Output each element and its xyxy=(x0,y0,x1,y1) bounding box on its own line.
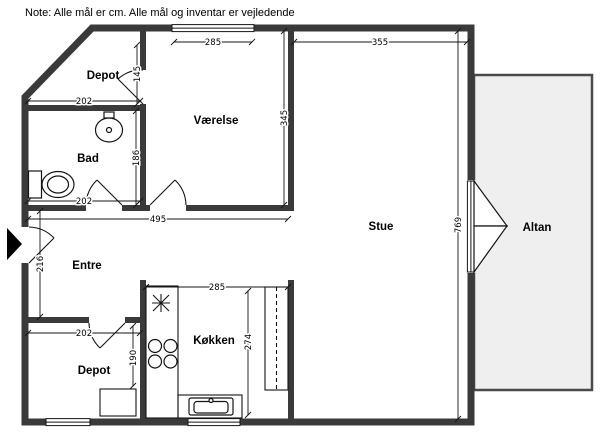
room-labels: Depot Værelse Bad Entre Stue Altan Køkke… xyxy=(72,70,551,377)
kitchen-counter xyxy=(145,285,243,419)
stove-icon xyxy=(147,338,178,369)
room-label-kokken: Køkken xyxy=(193,335,235,347)
room-label-bad: Bad xyxy=(77,153,99,165)
dim-depot-bottom-height: 190 xyxy=(129,350,139,366)
room-label-depot-bottom: Depot xyxy=(78,365,111,377)
dim-hall-length: 495 xyxy=(150,215,166,225)
room-label-stue: Stue xyxy=(369,221,394,233)
dim-bad-width: 202 xyxy=(76,197,92,207)
dim-kokken-width: 285 xyxy=(209,283,225,293)
altan-door-window xyxy=(466,180,475,273)
kitchen-sink-icon xyxy=(188,397,234,416)
entrance-arrow-icon xyxy=(7,228,22,260)
dim-depot-top-height: 145 xyxy=(133,66,143,82)
fixtures xyxy=(27,111,289,419)
depot-fixture xyxy=(99,388,137,417)
room-label-vaerelse: Værelse xyxy=(194,115,239,127)
room-label-depot-top: Depot xyxy=(87,70,120,82)
door-entrance xyxy=(28,226,55,264)
dim-vaerelse-width: 285 xyxy=(205,38,221,48)
door-depot-top xyxy=(117,69,144,105)
dim-kokken-height: 274 xyxy=(244,334,254,350)
window-vaerelse xyxy=(171,24,255,33)
dim-vaerelse-height: 345 xyxy=(280,110,290,126)
door-vaerelse xyxy=(149,179,187,206)
windows xyxy=(45,24,475,427)
room-label-entre: Entre xyxy=(72,260,101,272)
washbasin-icon xyxy=(94,111,124,143)
interior-walls xyxy=(22,25,294,425)
dim-depot-bottom-width: 202 xyxy=(76,329,92,339)
dimension-lines xyxy=(24,27,471,423)
window-depot-bottom xyxy=(45,418,91,427)
fridge-cabinet-icon xyxy=(264,286,289,391)
dim-stue-height: 769 xyxy=(454,217,464,233)
doors xyxy=(28,69,509,349)
note-text: Note: Alle mål er cm. Alle mål og invent… xyxy=(25,7,295,19)
toilet-icon xyxy=(27,170,75,199)
altan-french-doors xyxy=(473,179,509,274)
door-depot-bottom xyxy=(88,322,126,349)
extractor-fan-icon xyxy=(152,294,170,312)
room-label-altan: Altan xyxy=(523,222,552,234)
dim-stue-width: 355 xyxy=(372,38,388,48)
dim-bad-height: 186 xyxy=(132,150,142,166)
dim-entre-height: 216 xyxy=(36,256,46,272)
window-kokken xyxy=(187,418,241,427)
dimension-labels: 285 355 202 145 345 186 202 495 216 769 … xyxy=(35,37,466,368)
dim-depot-top-width: 202 xyxy=(76,97,92,107)
exterior-walls xyxy=(21,24,475,426)
